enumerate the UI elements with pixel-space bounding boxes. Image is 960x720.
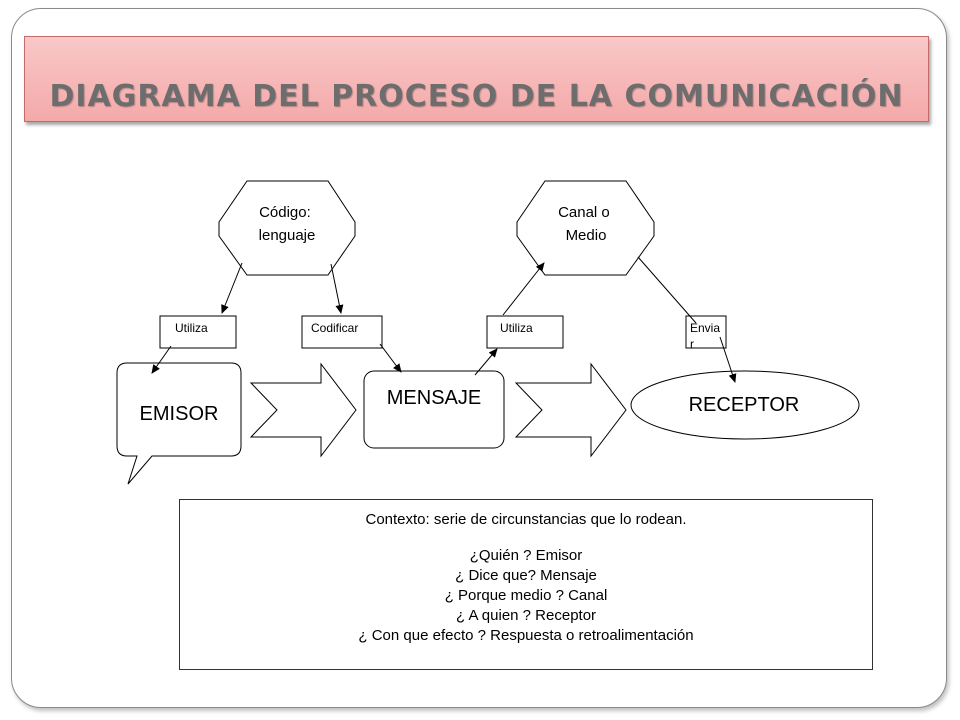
flow-arrow-1 <box>249 362 357 458</box>
mensaje-box <box>363 370 505 449</box>
utiliza-box-2 <box>486 315 564 349</box>
code-node-line1: Código: <box>259 204 311 221</box>
enviar-label-line2: r <box>690 337 694 351</box>
utiliza-box-1 <box>159 315 237 349</box>
context-box: Contexto: serie de circunstancias que lo… <box>179 499 873 670</box>
flow-arrow-2 <box>514 362 627 458</box>
title-banner: Diagrama del proceso de la comunicación <box>24 36 929 122</box>
context-question-channel: ¿ Porque medio ? Canal <box>444 587 608 604</box>
context-question-what: ¿ Dice que? Mensaje <box>455 567 597 584</box>
enviar-label-line1: Envia <box>690 321 720 335</box>
code-node-label: Código: lenguaje <box>259 204 316 244</box>
arrow-code-to-codificar <box>330 263 344 314</box>
context-question-effect: ¿ Con que efecto ? Respuesta o retroalim… <box>358 627 694 644</box>
arrow-utiliza-to-emisor <box>151 345 172 374</box>
channel-octagon <box>516 180 655 276</box>
arrow-utiliza-to-channel <box>502 262 545 316</box>
receptor-label: RECEPTOR <box>689 394 800 416</box>
context-question-whom: ¿ A quien ? Receptor <box>455 607 597 624</box>
line-channel-to-enviar <box>637 256 697 324</box>
mensaje-label: MENSAJE <box>387 387 481 409</box>
code-octagon <box>218 180 356 276</box>
utiliza-label-2: Utiliza <box>500 321 533 335</box>
arrow-mensaje-to-utiliza <box>474 348 498 376</box>
arrow-enviar-to-receptor <box>719 336 737 383</box>
channel-node-label: Canal o Medio <box>558 204 614 244</box>
channel-node-line1: Canal o <box>558 204 610 221</box>
emisor-label: EMISOR <box>140 403 219 425</box>
code-node-line2: lenguaje <box>259 227 316 244</box>
arrow-codificar-to-mensaje <box>379 343 402 373</box>
context-heading: Contexto: serie de circunstancias que lo… <box>365 511 687 528</box>
context-question-who: ¿Quién ? Emisor <box>469 547 583 564</box>
arrow-code-to-utiliza <box>221 262 243 314</box>
codificar-box <box>301 315 383 349</box>
enviar-box <box>685 315 727 349</box>
utiliza-label-1: Utiliza <box>175 321 208 335</box>
channel-node-line2: Medio <box>566 227 607 244</box>
codificar-label: Codificar <box>311 321 358 335</box>
emisor-bubble <box>116 362 242 485</box>
page-title: Diagrama del proceso de la comunicación <box>49 79 904 114</box>
receptor-ellipse <box>630 370 860 440</box>
